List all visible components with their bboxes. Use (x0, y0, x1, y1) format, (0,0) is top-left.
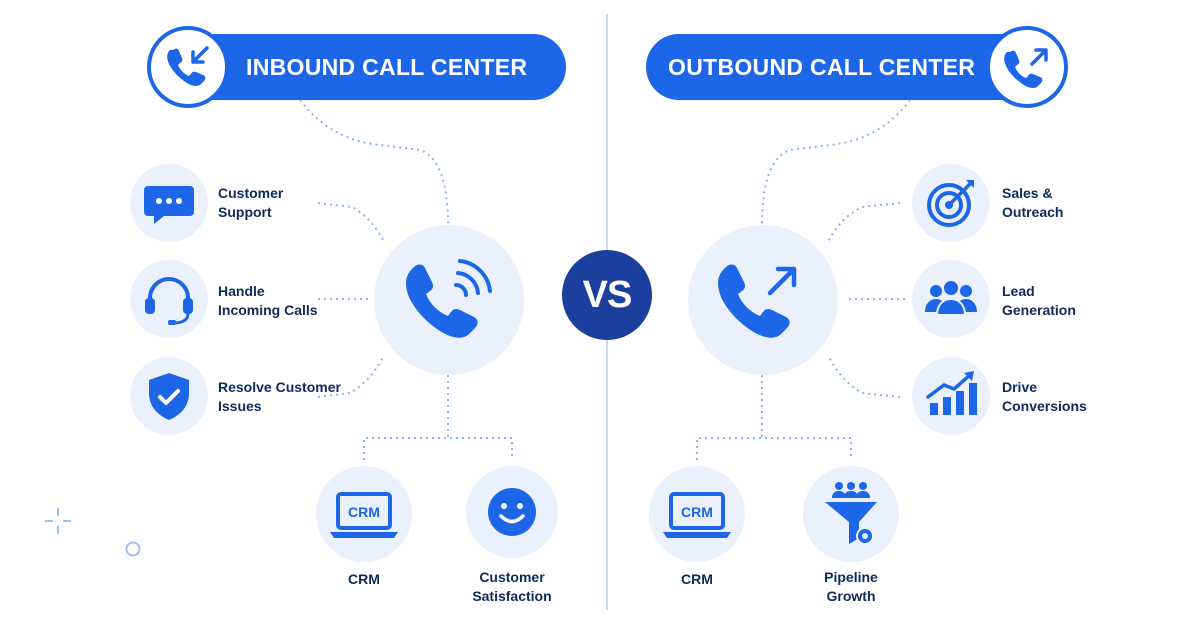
inbound-header-pill: INBOUND CALL CENTER (158, 34, 566, 100)
inbound-feature-2-circle (130, 260, 208, 338)
crm-icon-text: CRM (348, 504, 380, 520)
phone-outgoing-icon (1004, 48, 1048, 88)
sparkle-icon (45, 508, 71, 534)
inbound-bottom-1-circle: CRM (316, 466, 412, 562)
crm-laptop-icon (330, 492, 398, 538)
crm-laptop-icon (663, 492, 731, 538)
smiley-icon (488, 488, 536, 536)
funnel-gear-icon (825, 482, 877, 545)
chat-bubble-icon (144, 186, 194, 224)
outbound-center-circle (688, 225, 838, 375)
people-group-icon (925, 279, 977, 316)
outbound-feature-3-circle (912, 357, 990, 435)
inbound-title: INBOUND CALL CENTER (246, 54, 528, 80)
vs-badge: VS (562, 250, 652, 340)
outbound-bottom-1-circle: CRM (649, 466, 745, 562)
target-icon (927, 180, 974, 227)
shield-check-icon (149, 373, 189, 420)
inbound-feature-1-circle (130, 164, 208, 242)
outbound-title: OUTBOUND CALL CENTER (668, 54, 976, 80)
inbound-bottom-1-label: CRM (348, 571, 380, 587)
crm-icon-text: CRM (681, 504, 713, 520)
ring-decoration (125, 541, 141, 557)
outbound-bottom-2-circle (803, 466, 899, 562)
inbound-feature-3-circle (130, 357, 208, 435)
phone-ringing-icon (406, 259, 492, 338)
inbound-center-circle (374, 225, 524, 375)
growth-chart-icon (926, 371, 977, 415)
phone-outgoing-icon (718, 264, 797, 338)
outbound-feature-1-label: Sales &Outreach (1002, 185, 1064, 220)
outbound-header-pill: OUTBOUND CALL CENTER (646, 34, 1040, 100)
phone-incoming-icon (167, 46, 209, 86)
headset-icon (145, 277, 193, 325)
inbound-bottom-2-circle (466, 466, 558, 558)
outbound-bottom-1-label: CRM (681, 571, 713, 587)
outbound-feature-1-circle (912, 164, 990, 242)
outbound-header-badge (986, 26, 1068, 108)
inbound-header-badge (147, 26, 229, 108)
outbound-feature-2-circle (912, 260, 990, 338)
